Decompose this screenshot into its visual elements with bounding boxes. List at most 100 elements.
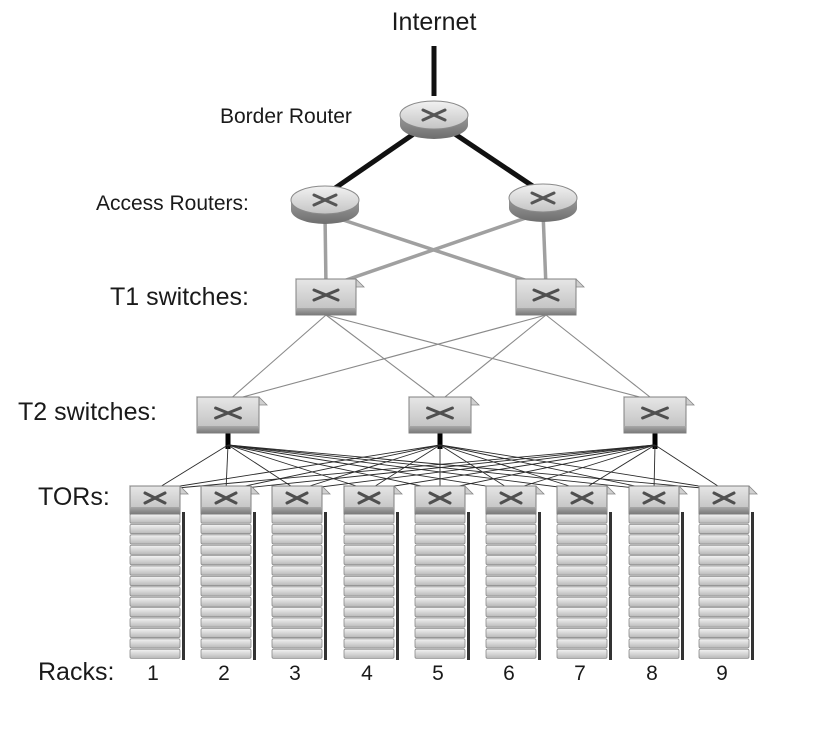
server-unit xyxy=(343,607,395,618)
link-tor-4-t2-3 xyxy=(368,444,656,491)
rack-7 xyxy=(556,512,612,660)
server-unit xyxy=(271,565,323,576)
server-unit xyxy=(414,534,466,545)
t2-switches-label: T2 switches: xyxy=(18,398,157,426)
switch-cross-icon xyxy=(428,491,452,505)
link-tor-9-t2-3 xyxy=(654,444,725,491)
server-unit xyxy=(129,544,181,555)
switch-cross-icon xyxy=(641,406,669,420)
server-unit xyxy=(129,513,181,524)
link-t1-1-access-1 xyxy=(323,213,328,288)
link-t2-1-t1-2 xyxy=(227,314,547,402)
server-unit xyxy=(414,544,466,555)
server-unit xyxy=(485,513,537,524)
server-unit xyxy=(485,555,537,566)
server-unit xyxy=(698,513,750,524)
link-t2-2-t1-2 xyxy=(439,314,547,402)
server-unit xyxy=(485,586,537,597)
server-unit xyxy=(485,617,537,628)
server-unit xyxy=(628,617,680,628)
server-unit xyxy=(698,628,750,639)
server-unit xyxy=(271,638,323,649)
access-router-1 xyxy=(290,185,360,224)
server-unit xyxy=(343,648,395,659)
server-unit xyxy=(271,617,323,628)
server-unit xyxy=(556,555,608,566)
server-unit xyxy=(556,596,608,607)
link-t2-3-t1-1 xyxy=(325,314,656,402)
server-unit xyxy=(200,586,252,597)
tor-switch-1 xyxy=(129,485,189,515)
server-unit xyxy=(628,513,680,524)
server-unit xyxy=(343,555,395,566)
server-unit xyxy=(343,596,395,607)
t2-switch-2 xyxy=(408,396,480,434)
rack-number-4: 4 xyxy=(361,662,373,685)
switch-cross-icon xyxy=(499,491,523,505)
racks-layer xyxy=(129,512,754,660)
server-unit xyxy=(556,648,608,659)
server-unit xyxy=(698,555,750,566)
server-unit xyxy=(698,617,750,628)
server-unit xyxy=(129,648,181,659)
server-unit xyxy=(556,617,608,628)
rack-4 xyxy=(343,512,399,660)
switch-cross-icon xyxy=(426,406,454,420)
server-unit xyxy=(556,565,608,576)
router-cross-icon xyxy=(312,193,338,207)
server-unit xyxy=(628,576,680,587)
link-tor-2-t2-1 xyxy=(225,444,229,491)
racks-label: Racks: xyxy=(38,658,114,686)
server-unit xyxy=(414,617,466,628)
tor-switch-4 xyxy=(343,485,403,515)
server-unit xyxy=(129,565,181,576)
router-cross-icon xyxy=(421,108,447,122)
server-unit xyxy=(485,524,537,535)
tor-switch-7 xyxy=(556,485,616,515)
rack-number-9: 9 xyxy=(716,662,728,685)
server-unit xyxy=(628,544,680,555)
server-unit xyxy=(271,534,323,545)
server-unit xyxy=(129,524,181,535)
server-unit xyxy=(200,555,252,566)
link-tor-8-t2-3 xyxy=(653,444,656,491)
server-unit xyxy=(200,648,252,659)
server-unit xyxy=(200,617,252,628)
server-unit xyxy=(485,648,537,659)
server-unit xyxy=(200,513,252,524)
link-tor-1-t2-1 xyxy=(154,444,229,491)
server-unit xyxy=(485,534,537,545)
tor-switch-6 xyxy=(485,485,545,515)
link-tor-3-t2-3 xyxy=(296,444,656,491)
server-unit xyxy=(414,648,466,659)
link-tor-5-t2-3 xyxy=(439,444,656,491)
server-unit xyxy=(485,576,537,587)
links-layer xyxy=(154,46,725,491)
rack-number-1: 1 xyxy=(147,662,159,685)
server-unit xyxy=(414,513,466,524)
server-unit xyxy=(414,607,466,618)
rack-number-5: 5 xyxy=(432,662,444,685)
server-unit xyxy=(628,534,680,545)
border-router xyxy=(399,100,469,139)
rack-3 xyxy=(271,512,327,660)
server-unit xyxy=(343,638,395,649)
server-unit xyxy=(271,628,323,639)
tor-switch-3 xyxy=(271,485,331,515)
server-unit xyxy=(485,596,537,607)
server-unit xyxy=(200,544,252,555)
link-t2-2-t1-1 xyxy=(325,314,441,402)
server-unit xyxy=(556,534,608,545)
rack-2 xyxy=(200,512,256,660)
server-unit xyxy=(485,607,537,618)
server-unit xyxy=(698,638,750,649)
server-unit xyxy=(200,524,252,535)
server-unit xyxy=(698,576,750,587)
server-unit xyxy=(485,544,537,555)
t1-switch-2 xyxy=(515,278,585,316)
tor-switch-2 xyxy=(200,485,260,515)
server-unit xyxy=(129,617,181,628)
server-unit xyxy=(556,544,608,555)
rack-1 xyxy=(129,512,185,660)
